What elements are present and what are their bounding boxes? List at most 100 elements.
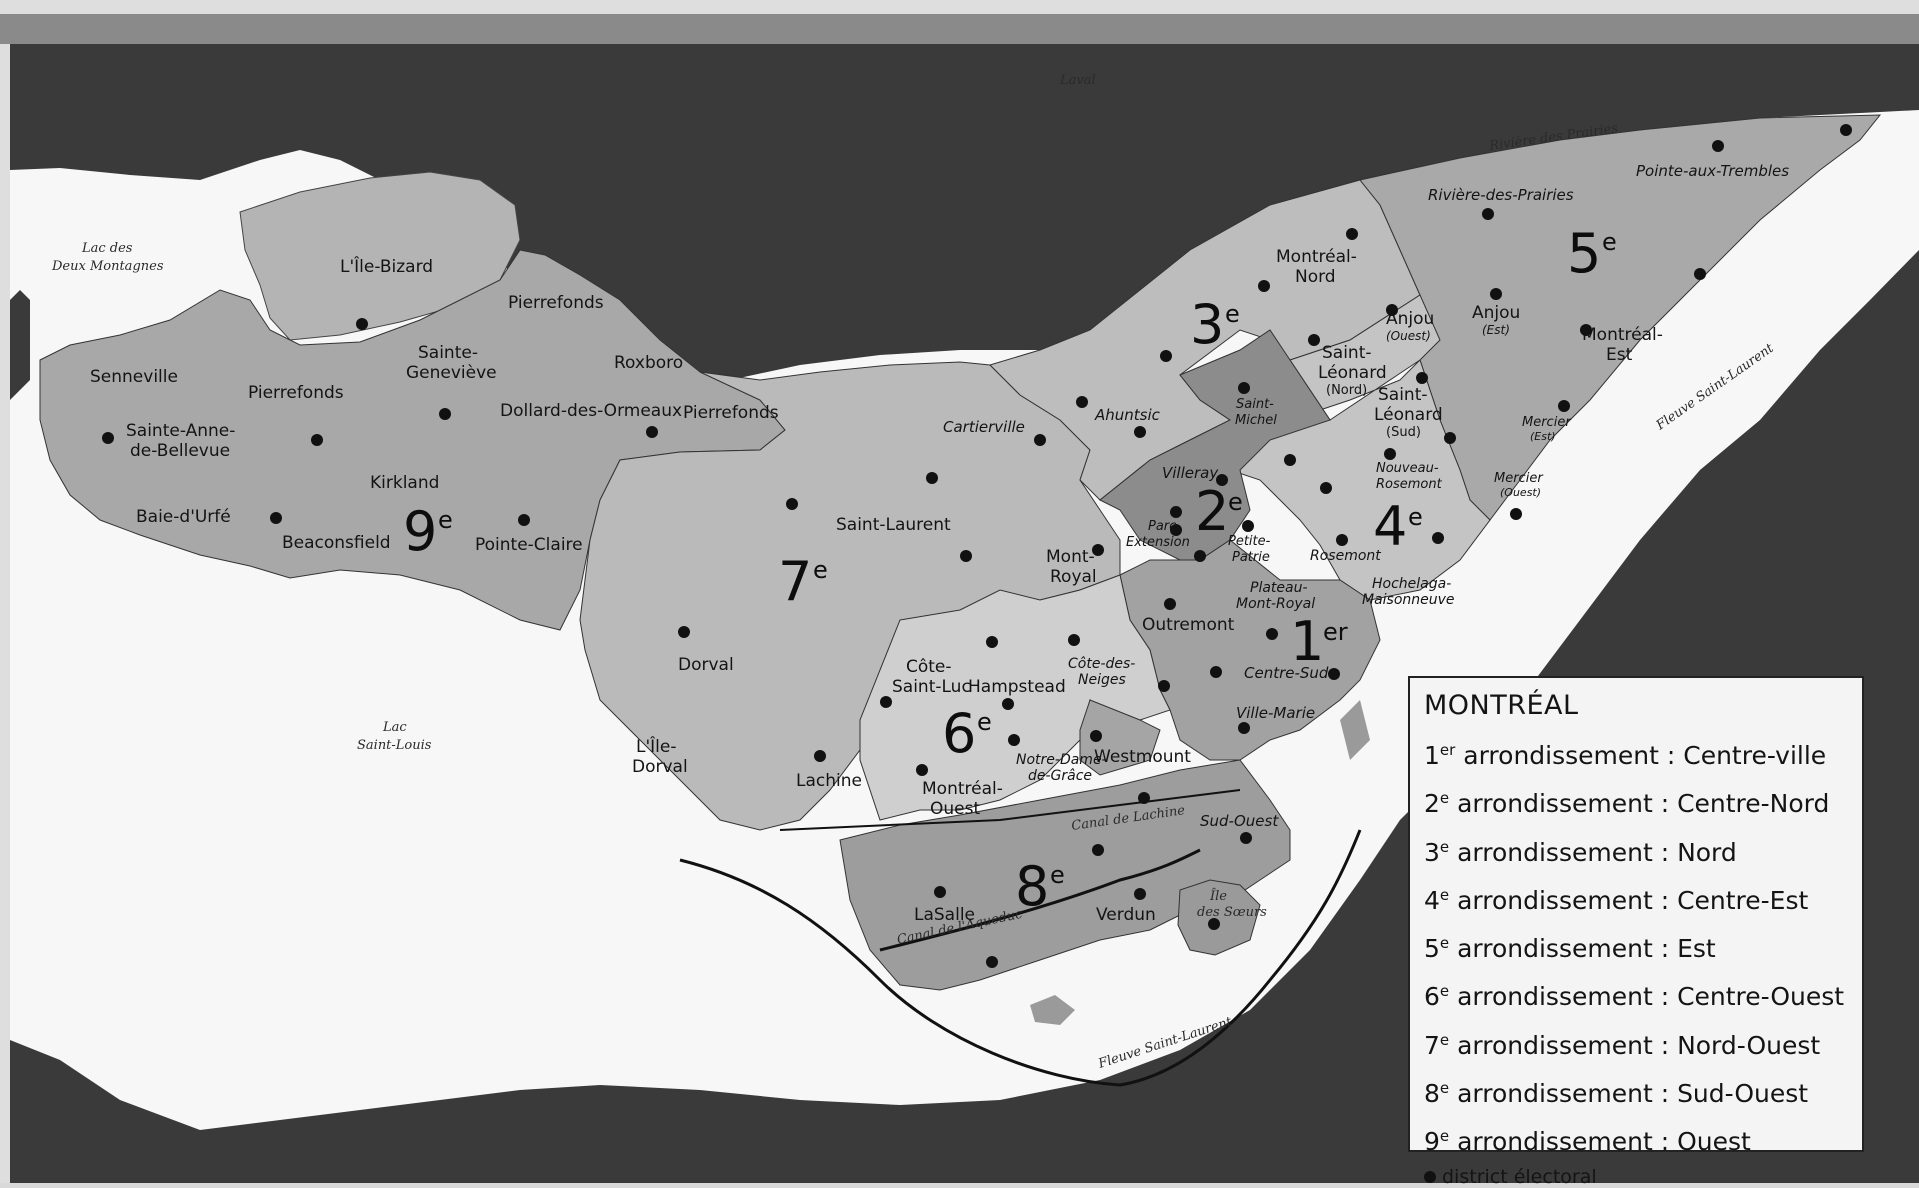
water-label-lac-deux-montagnes-2: Deux Montagnes [51, 259, 164, 274]
legend-row-7-num: 7 [1424, 1030, 1440, 1060]
district-dot [1194, 550, 1206, 562]
legend-box: MONTRÉAL 1er arrondissement : Centre-vil… [1408, 676, 1864, 1188]
district-dot [1694, 268, 1706, 280]
district-dot [1712, 140, 1724, 152]
district-dot [1216, 474, 1228, 486]
place-mercier-est-2: (Est) [1530, 430, 1556, 443]
district-dot [1238, 722, 1250, 734]
place-anjou-ouest-1: Anjou [1386, 309, 1434, 329]
place-labels: L'Île-Bizard Pierrefonds Senneville Pier… [90, 162, 1789, 925]
place-montreal-nord-1: Montréal- [1276, 247, 1357, 267]
place-pierrefonds-n: Pierrefonds [508, 293, 604, 313]
place-montreal-ouest-2: Ouest [930, 799, 980, 819]
legend-row-3-num: 3 [1424, 837, 1440, 867]
borough-number-8-num: 8 [1015, 855, 1049, 918]
place-dorval: Dorval [678, 655, 734, 675]
district-dot [1416, 372, 1428, 384]
place-st-leonard-n-3: (Nord) [1326, 383, 1367, 398]
district-dot [1320, 482, 1332, 494]
water-label-ile-des-soeurs-2: des Sœurs [1197, 905, 1267, 920]
district-dot [102, 432, 114, 444]
legend-row-6-text: arrondissement : Centre-Ouest [1457, 982, 1845, 1012]
place-villeray: Villeray [1162, 464, 1219, 482]
place-montreal-ouest-1: Montréal- [922, 779, 1003, 799]
water-label-lac-saint-louis-1: Lac [382, 720, 407, 735]
place-outremont: Outremont [1142, 615, 1235, 635]
place-roxboro: Roxboro [614, 353, 683, 373]
district-dot [1002, 698, 1014, 710]
legend-row-4-text: arrondissement : Centre-Est [1457, 885, 1809, 915]
legend-row-3: 3e arrondissement : Nord [1424, 826, 1848, 874]
place-st-leonard-s-2: Léonard [1374, 405, 1443, 425]
place-sainte-anne-2: de-Bellevue [130, 441, 230, 461]
place-rosemont: Rosemont [1310, 548, 1381, 564]
legend-row-3-text: arrondissement : Nord [1457, 837, 1737, 867]
place-hampstead: Hampstead [968, 677, 1066, 697]
legend-row-1: 1er arrondissement : Centre-ville [1424, 729, 1848, 777]
district-dot [1558, 400, 1570, 412]
district-dot [1384, 448, 1396, 460]
legend-row-3-sup: e [1439, 837, 1450, 856]
place-lachine: Lachine [796, 771, 862, 791]
district-dot [1008, 734, 1020, 746]
district-dots [102, 124, 1852, 968]
place-dollard: Dollard-des-Ormeaux [500, 401, 682, 421]
district-dot [1210, 666, 1222, 678]
district-dot [1164, 598, 1176, 610]
borough-number-5: 5 e [1567, 222, 1617, 285]
district-dot [646, 426, 658, 438]
canal-lachine-line [779, 789, 1241, 831]
place-riviere-prairies: Rivière-des-Prairies [1428, 186, 1574, 204]
district-dot [1328, 668, 1340, 680]
place-cote-neiges-2: Neiges [1078, 672, 1126, 688]
legend-row-5-sup: e [1439, 934, 1450, 953]
ile-des-soeurs [1177, 879, 1261, 956]
place-anjou-est-2: (Est) [1482, 323, 1510, 337]
borough-number-4-sup: e [1408, 503, 1423, 531]
legend-row-2: 2e arrondissement : Centre-Nord [1424, 777, 1848, 825]
district-dot [880, 696, 892, 708]
district-dot [311, 434, 323, 446]
district-dot [1092, 844, 1104, 856]
borough-number-1: 1 er [1290, 610, 1348, 673]
borough-number-1-sup: er [1323, 618, 1348, 646]
district-dot [270, 512, 282, 524]
place-st-leonard-s-3: (Sud) [1386, 425, 1421, 440]
legend-row-6-num: 6 [1424, 982, 1440, 1012]
place-sud-ouest: Sud-Ouest [1200, 812, 1279, 830]
borough-number-2-sup: e [1228, 488, 1243, 516]
place-pierrefonds-w: Pierrefonds [248, 383, 344, 403]
district-dot [1386, 304, 1398, 316]
place-verdun: Verdun [1096, 905, 1156, 925]
borough-number-6-num: 6 [942, 702, 976, 765]
borough-number-3: 3 e [1190, 293, 1240, 356]
borough-number-7-sup: e [813, 556, 828, 584]
borough-number-9-sup: e [438, 506, 453, 534]
legend-row-7: 7e arrondissement : Nord-Ouest [1424, 1019, 1848, 1067]
place-kirkland: Kirkland [370, 473, 439, 493]
district-dot [1092, 544, 1104, 556]
borough-number-9: 9 e [403, 500, 453, 563]
place-plateau-2: Mont-Royal [1236, 596, 1315, 612]
place-mont-royal-1: Mont- [1046, 547, 1095, 567]
district-dot [1266, 628, 1278, 640]
place-cote-st-luc-1: Côte- [906, 657, 952, 677]
district-dot [1444, 432, 1456, 444]
district-dot [1510, 508, 1522, 520]
district-dot [1490, 288, 1502, 300]
westmount-area [1079, 699, 1161, 776]
district-dot [1134, 888, 1146, 900]
water-label-lac-saint-louis-2: Saint-Louis [357, 738, 432, 753]
district-dot [1138, 792, 1150, 804]
borough-number-9-num: 9 [403, 500, 437, 563]
district-dot [814, 750, 826, 762]
borough-number-2-num: 2 [1195, 480, 1229, 543]
place-ile-dorval-1: L'Île- [636, 735, 676, 757]
place-hochelaga-2: Maisonneuve [1362, 592, 1455, 608]
borough-number-1-num: 1 [1290, 610, 1324, 673]
place-st-leonard-n-1: Saint- [1322, 343, 1372, 363]
place-lasalle: LaSalle [914, 905, 975, 925]
borough-number-2: 2 e [1195, 480, 1243, 543]
place-westmount: Westmount [1094, 747, 1191, 767]
legend-row-8-text: arrondissement : Sud-Ouest [1457, 1079, 1809, 1109]
